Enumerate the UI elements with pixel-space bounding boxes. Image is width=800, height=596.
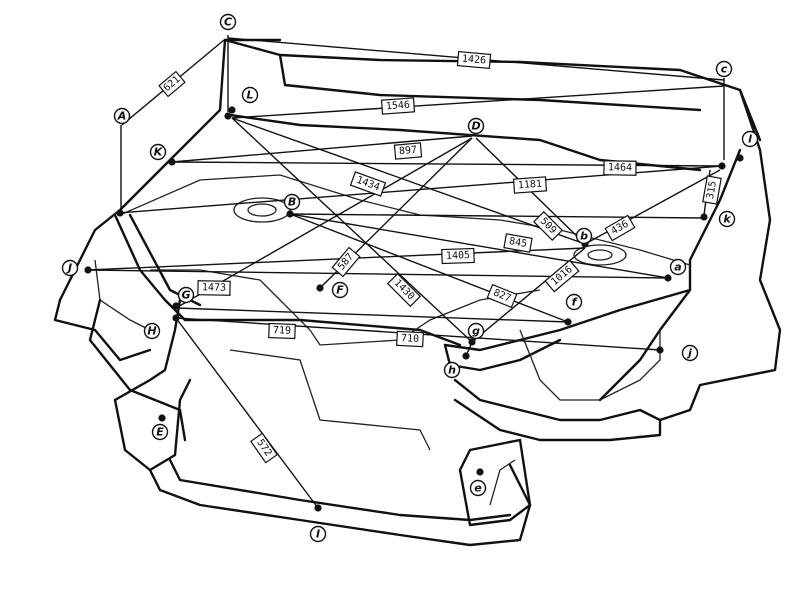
label-j-lower: j [686,347,692,360]
point-dot [564,318,572,326]
dimension-719: 719 [273,325,291,337]
point-dot [228,106,236,114]
dimension-values: 1426 621 1546 897 1464 1434 1181 315 436… [158,50,722,464]
point-dot [224,112,232,120]
label-k: k [723,213,731,226]
label-f: f [572,296,578,309]
point-dot [172,314,180,322]
point-labels: A B C c D E e F f G g H h I j J K k L l … [61,13,759,543]
dimension-315: 315 [705,180,719,200]
point-dot [476,468,484,476]
label-I: I [316,528,320,541]
label-F: F [336,284,344,297]
label-h: h [448,364,456,377]
point-dot [172,302,180,310]
label-g: g [472,325,480,338]
point-dot [736,154,744,162]
point-dot [84,266,92,274]
point-dot [700,213,708,221]
dimension-1405: 1405 [446,250,470,262]
label-H: H [147,325,156,338]
label-E: E [156,426,164,439]
dimension-710: 710 [401,333,420,345]
point-dot [462,352,470,360]
label-A: A [117,110,127,123]
point-dot [656,346,664,354]
car-body-outline [53,38,782,547]
label-D: D [471,120,480,133]
measurement-points [84,106,744,512]
point-dot [314,504,322,512]
label-a: a [674,261,681,274]
dimension-1181: 1181 [518,179,543,192]
label-C: C [224,16,232,29]
label-G: G [181,289,190,302]
label-e: e [474,482,482,495]
point-dot [286,210,294,218]
point-dot [316,284,324,292]
dimension-1473: 1473 [202,282,226,293]
point-dot [718,162,726,170]
dimension-1426: 1426 [462,53,487,66]
point-dot [168,158,176,166]
label-K: K [154,146,164,159]
dimension-1464: 1464 [608,162,632,173]
dimension-897: 897 [399,145,418,158]
dimension-845: 845 [508,236,528,250]
label-l: l [748,133,752,146]
point-dot [468,338,476,346]
label-B: B [288,196,296,209]
dimension-1546: 1546 [386,100,411,113]
point-dot [158,414,166,422]
point-dot [664,274,672,282]
label-L: L [246,89,253,102]
label-c: c [721,63,728,76]
label-J: J [66,262,72,275]
label-b: b [580,230,588,243]
point-dot [116,209,124,217]
